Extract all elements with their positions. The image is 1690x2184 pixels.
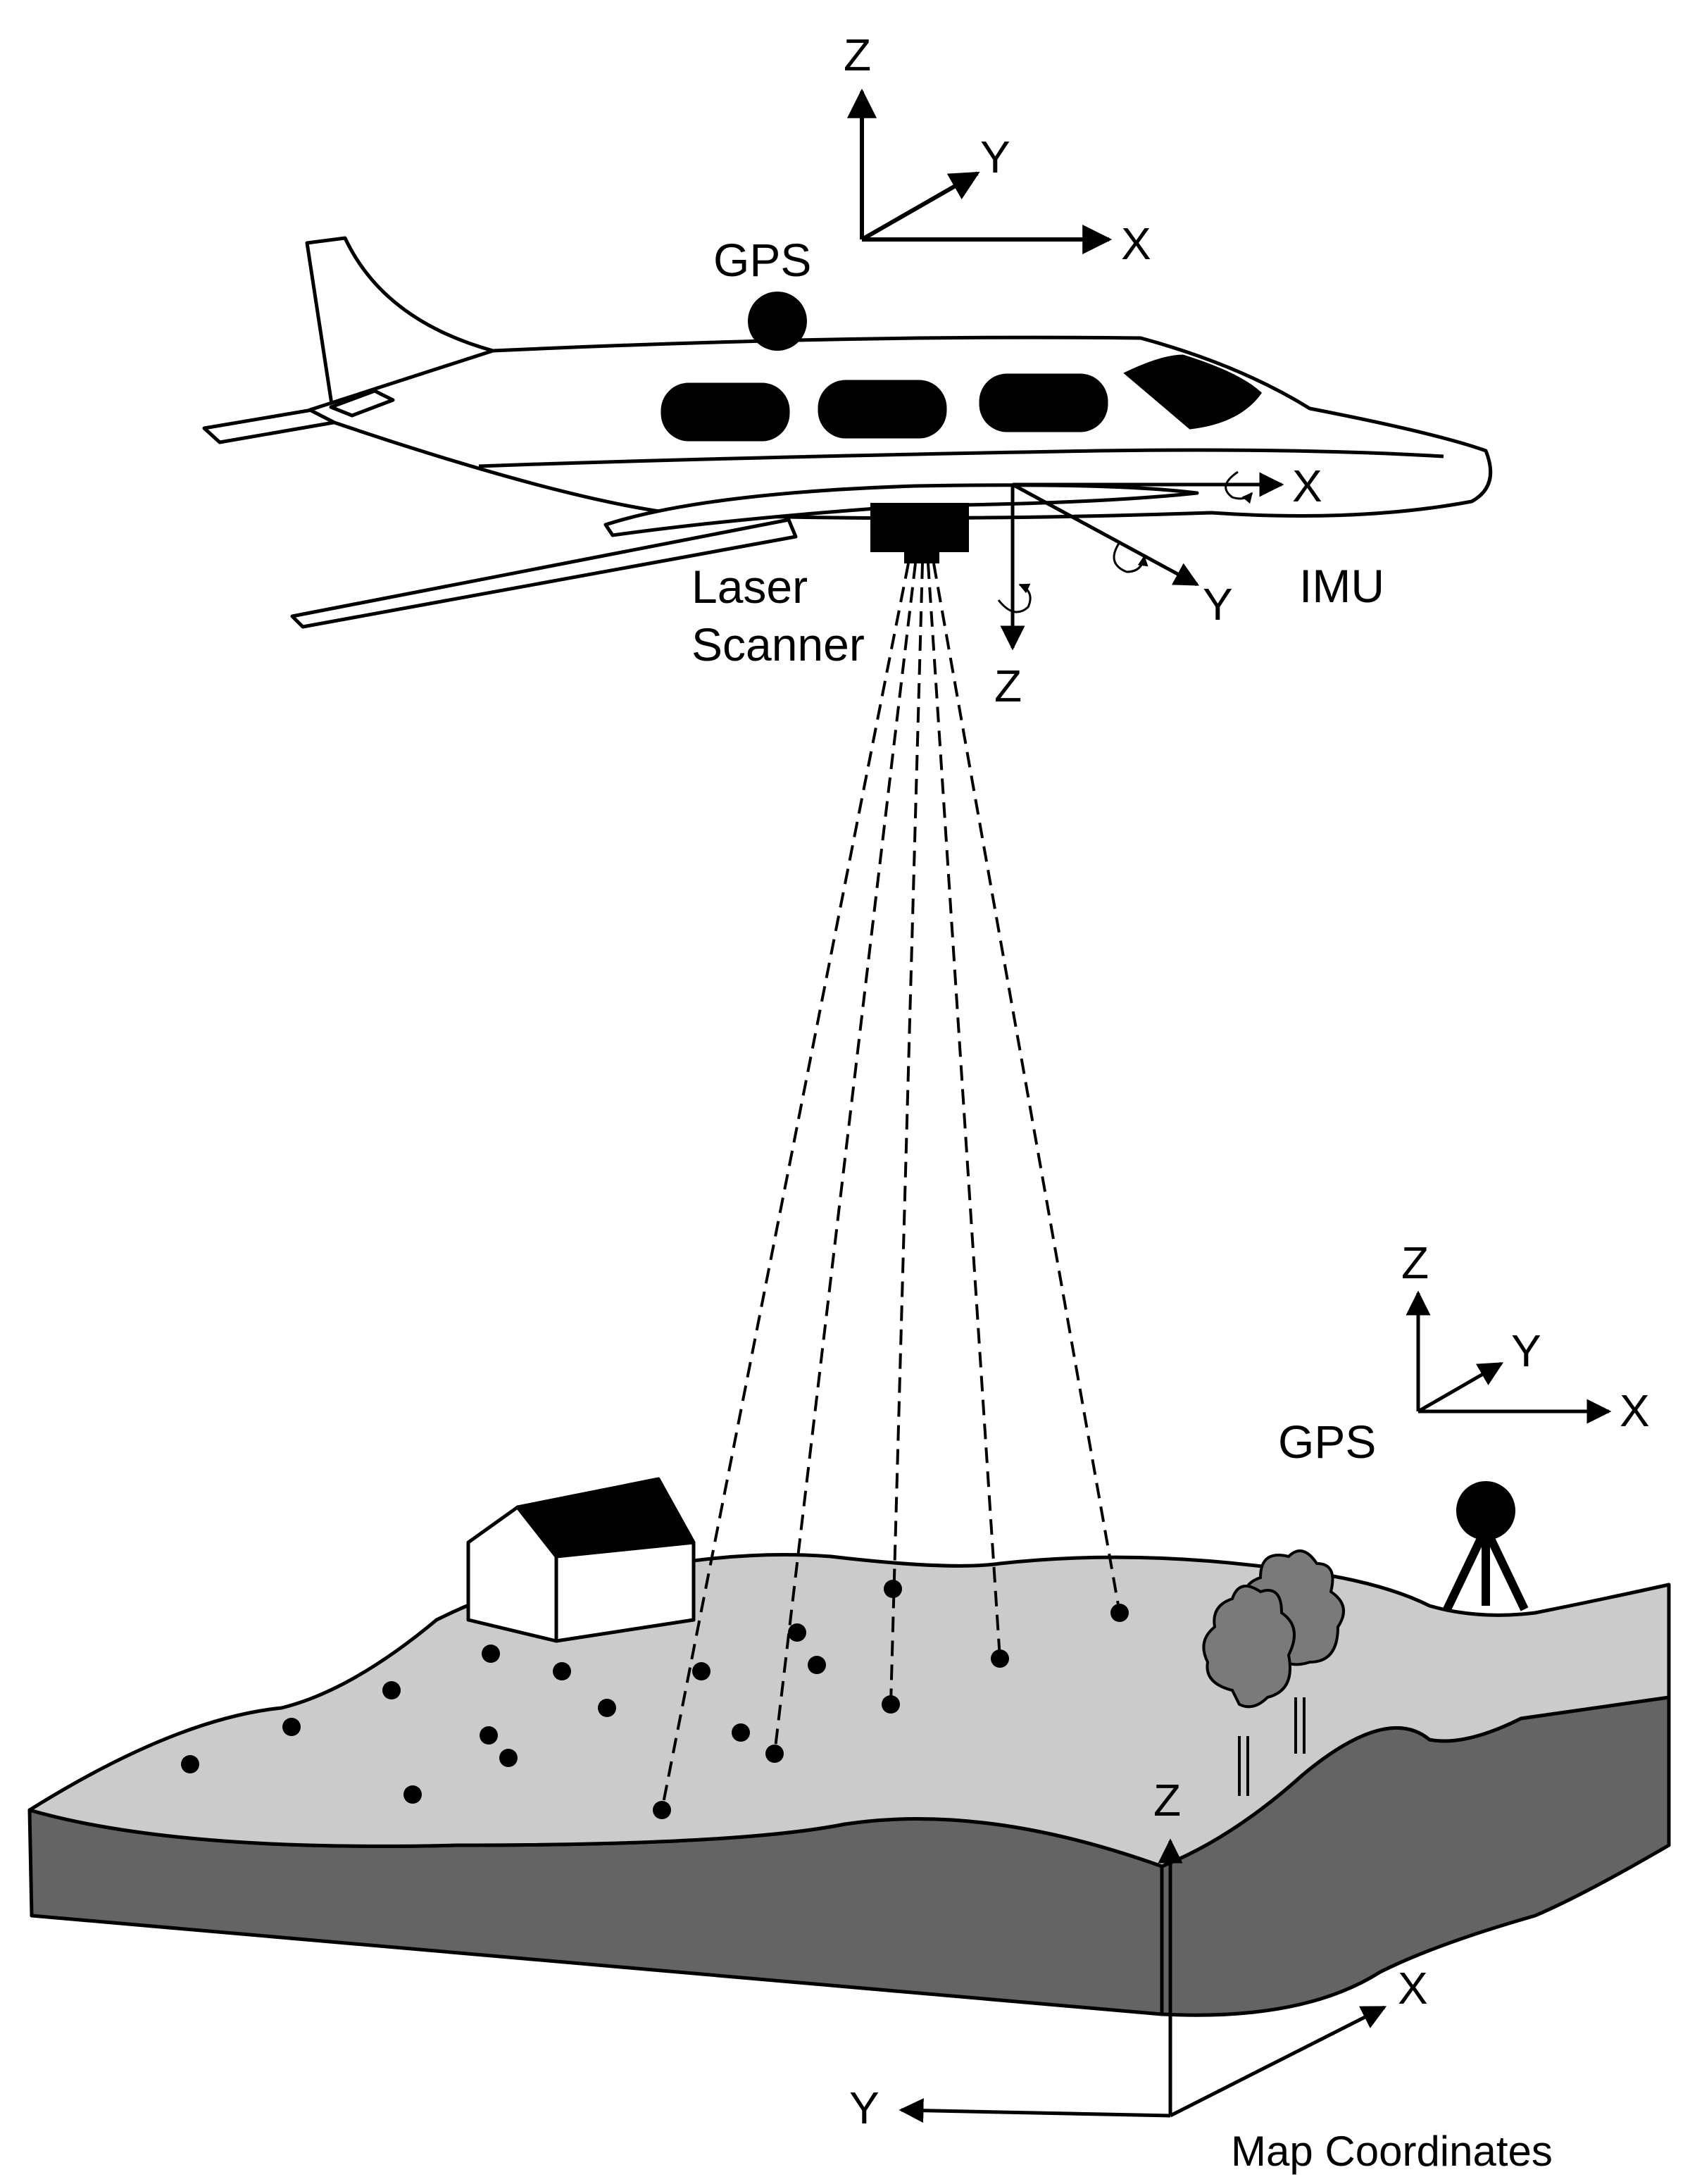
house: [466, 1477, 696, 1643]
aircraft-frame-axes: [847, 88, 1113, 254]
ground-frame-z-label: Z: [1401, 1237, 1429, 1288]
map-coordinates-caption: Map Coordinates: [1231, 2128, 1553, 2175]
imu-rotation-arrows: [997, 470, 1253, 613]
imu-x-label: X: [1292, 461, 1322, 511]
imu-y-label: Y: [1203, 579, 1233, 630]
laser-scanner-label: Laser Scanner: [691, 561, 865, 670]
airplane-windows: [661, 354, 1262, 442]
laser-beams: [661, 563, 1121, 1811]
laser-scanner: [870, 503, 969, 563]
ground-frame-axes: [1406, 1290, 1612, 1424]
ground-gps-tripod: [1443, 1526, 1529, 1611]
map-frame-y-label: Y: [849, 2083, 880, 2133]
imu-label: IMU: [1299, 560, 1384, 612]
laser-footprints: [653, 1604, 1129, 1819]
terrain-block: [27, 1553, 1671, 2017]
map-frame-z-label: Z: [1153, 1775, 1181, 1826]
aircraft-frame-z-label: Z: [844, 30, 871, 80]
aircraft-gps-label: GPS: [713, 234, 811, 286]
ground-gps-antenna: [1456, 1481, 1515, 1540]
map-frame-axes: [899, 1838, 1387, 2123]
map-frame-x-label: X: [1398, 1963, 1428, 2014]
ground-gps-label: GPS: [1278, 1416, 1376, 1468]
aircraft-frame-y-label: Y: [980, 132, 1010, 182]
ground-frame-x-label: X: [1620, 1385, 1650, 1436]
imu-z-label: Z: [994, 661, 1022, 711]
laser-scanner-label-line2: Scanner: [691, 618, 865, 670]
trees: [1202, 1549, 1345, 1796]
imu-axes: [1000, 472, 1284, 651]
aircraft-gps-antenna: [748, 292, 807, 351]
laser-scanner-label-line1: Laser: [691, 561, 808, 613]
ground-points: [181, 1580, 902, 1804]
ground-frame-y-label: Y: [1511, 1325, 1541, 1376]
aircraft-frame-x-label: X: [1121, 218, 1151, 269]
